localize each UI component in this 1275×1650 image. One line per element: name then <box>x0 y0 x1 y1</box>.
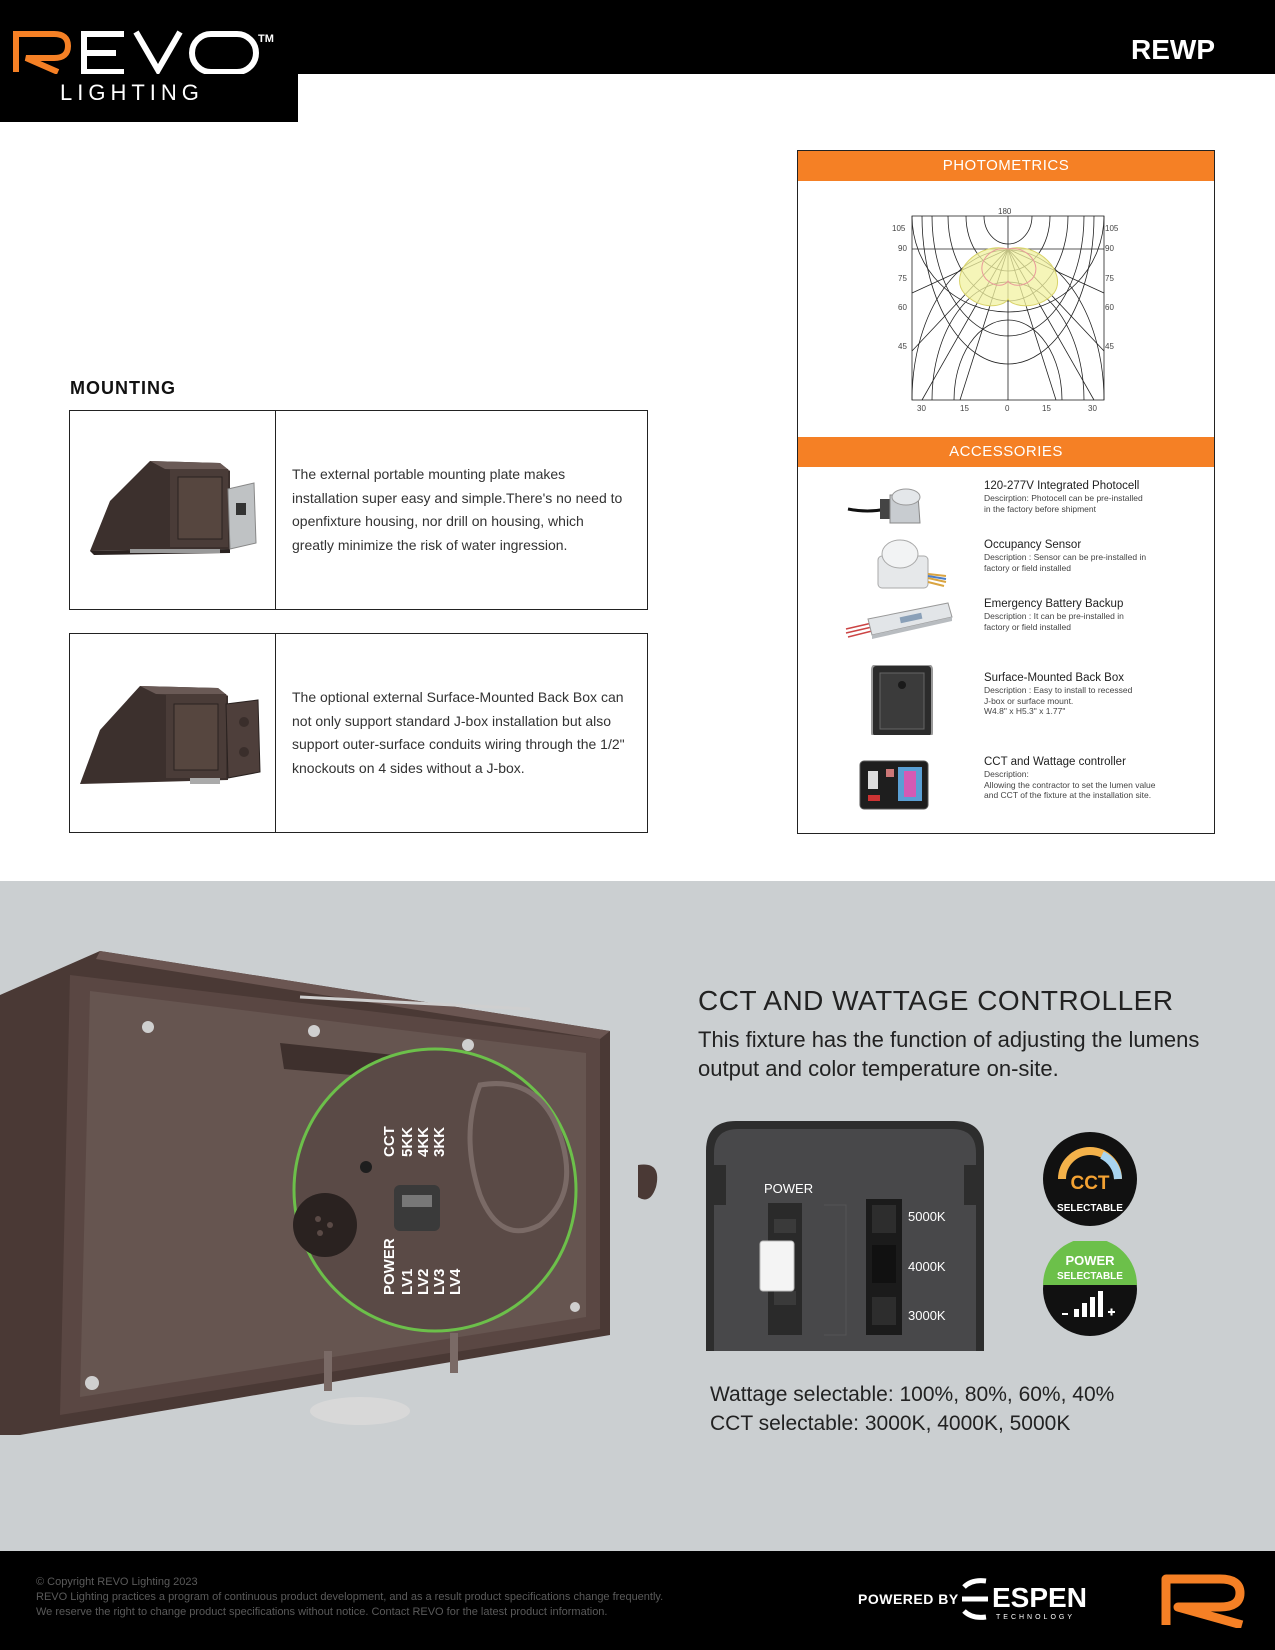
accessory-item: Emergency Battery Backup Description : I… <box>798 597 1214 667</box>
polar-tick-label: 105 <box>1105 224 1119 233</box>
polar-tick-label: 15 <box>1042 404 1051 413</box>
polar-tick-label: 75 <box>898 274 907 283</box>
powered-by-label: POWERED BY <box>858 1591 959 1607</box>
accessory-title: Emergency Battery Backup <box>984 598 1124 610</box>
mounting-item: The optional external Surface-Mounted Ba… <box>69 633 648 833</box>
power-selectable-badge: POWER SELECTABLE <box>1043 1241 1137 1336</box>
footer: © Copyright REVO Lighting 2023 REVO Ligh… <box>0 1551 1275 1650</box>
mounting-plate-image <box>70 411 276 609</box>
accessory-title: 120-277V Integrated Photocell <box>984 480 1140 492</box>
revo-logo-wordmark: TM <box>13 30 274 74</box>
accessory-title: Occupancy Sensor <box>984 539 1082 551</box>
cct-switch-label: 3000K <box>908 1308 946 1323</box>
mounting-text: The external portable mounting plate mak… <box>292 466 623 553</box>
cct-dip-label: CCT <box>381 1126 398 1157</box>
accessory-desc: Description: Allowing the contractor to … <box>984 769 1156 800</box>
wattage-selectable: Wattage selectable: 100%, 80%, 60%, 40% <box>710 1383 1115 1406</box>
accessory-item: CCT and Wattage controller Description: … <box>798 755 1214 825</box>
badge-cct-text: CCT <box>1070 1173 1109 1194</box>
controller-title: CCT AND WATTAGE CONTROLLER <box>698 985 1174 1016</box>
controller-icon <box>859 760 929 810</box>
cct-wattage-switch-diagram: POWER 5000K 4000K 3000K <box>706 1121 984 1351</box>
mounting-text: The optional external Surface-Mounted Ba… <box>292 689 625 776</box>
mounting-item: The external portable mounting plate mak… <box>69 410 648 610</box>
cct-switch-label: 5000K <box>908 1209 946 1224</box>
polar-tick-label: 60 <box>1105 303 1114 312</box>
mounting-title: MOUNTING <box>70 378 176 398</box>
cct-switch-label: 4000K <box>908 1259 946 1274</box>
model-name: REWP <box>1131 34 1215 65</box>
accessory-desc: Description : It can be pre-installed in… <box>984 611 1124 632</box>
trademark: TM <box>258 33 274 45</box>
revo-r-mark <box>1161 1574 1245 1628</box>
espen-sub: TECHNOLOGY <box>996 1614 1075 1621</box>
polar-tick-label: 30 <box>1088 404 1097 413</box>
accessory-title: CCT and Wattage controller <box>984 756 1126 768</box>
photometric-chart: 180 105 90 75 60 45 105 90 75 60 45 30 1… <box>798 181 1214 438</box>
polar-tick-label: 180 <box>998 207 1012 216</box>
accessory-desc: Descirption: Photocell can be pre-instal… <box>984 493 1143 514</box>
polar-tick-label: 0 <box>1005 404 1010 413</box>
espen-text: ESPEN <box>992 1582 1087 1613</box>
polar-tick-label: 30 <box>917 404 926 413</box>
cct-dip-label: 5KK <box>399 1127 416 1157</box>
selectable-specs: Wattage selectable: 100%, 80%, 60%, 40% … <box>710 1380 1114 1438</box>
polar-tick-label: 90 <box>1105 244 1114 253</box>
power-switch-label: POWER <box>764 1181 813 1196</box>
photometrics-title: PHOTOMETRICS <box>798 151 1214 181</box>
accessory-title: Surface-Mounted Back Box <box>984 672 1124 684</box>
polar-tick-label: 45 <box>898 342 907 351</box>
back-box-image <box>70 634 276 832</box>
polar-tick-label: 90 <box>898 244 907 253</box>
polar-tick-label: 105 <box>892 224 906 233</box>
power-dip-label: LV4 <box>447 1268 464 1295</box>
power-dip-label: LV2 <box>415 1269 432 1295</box>
battery-backup-icon <box>845 602 953 639</box>
badge-power-sub: SELECTABLE <box>1057 1271 1123 1282</box>
accessory-desc: Description : Sensor can be pre-installe… <box>984 552 1147 573</box>
brand-sub: LIGHTING <box>60 80 204 105</box>
badge-cct-sub: SELECTABLE <box>1057 1203 1123 1214</box>
footer-legal: © Copyright REVO Lighting 2023 REVO Ligh… <box>36 1575 663 1620</box>
accessory-item: Occupancy Sensor Description : Sensor ca… <box>798 538 1214 608</box>
power-dip-label: POWER <box>381 1238 398 1295</box>
accessory-item: 120-277V Integrated Photocell Descirptio… <box>798 479 1214 549</box>
espen-logo: ESPEN TECHNOLOGY <box>962 1578 1087 1621</box>
accessory-item: Surface-Mounted Back Box Description : E… <box>798 665 1214 741</box>
logo: TM LIGHTING <box>0 0 298 122</box>
controller-description: This fixture has the function of adjusti… <box>698 1027 1200 1081</box>
photocell-icon <box>847 488 921 524</box>
fixture-interior-image: CCT 5KK 4KK 3KK POWER LV1 LV2 LV3 LV4 <box>0 951 658 1435</box>
power-dip-label: LV1 <box>399 1269 416 1295</box>
power-dip-label: LV3 <box>431 1269 448 1295</box>
polar-tick-label: 60 <box>898 303 907 312</box>
polar-tick-label: 75 <box>1105 274 1114 283</box>
polar-tick-label: 45 <box>1105 342 1114 351</box>
back-box-icon <box>871 665 933 735</box>
spec-panel: PHOTOMETRICS <box>797 150 1215 834</box>
cct-selectable: CCT selectable: 3000K, 4000K, 5000K <box>710 1412 1071 1435</box>
copyright: © Copyright REVO Lighting 2023 <box>36 1576 198 1588</box>
footer-line: REVO Lighting practices a program of con… <box>36 1591 664 1603</box>
cct-dip-label: 3KK <box>431 1127 448 1157</box>
badge-power-text: POWER <box>1065 1253 1115 1268</box>
accessory-desc: Description : Easy to install to recesse… <box>984 685 1133 716</box>
footer-line: We reserve the right to change product s… <box>36 1606 608 1618</box>
cct-dip-label: 4KK <box>415 1127 432 1157</box>
cct-selectable-badge: CCT SELECTABLE <box>1043 1132 1137 1226</box>
polar-tick-label: 15 <box>960 404 969 413</box>
accessories-title: ACCESSORIES <box>798 437 1214 467</box>
occupancy-sensor-icon <box>877 539 947 589</box>
